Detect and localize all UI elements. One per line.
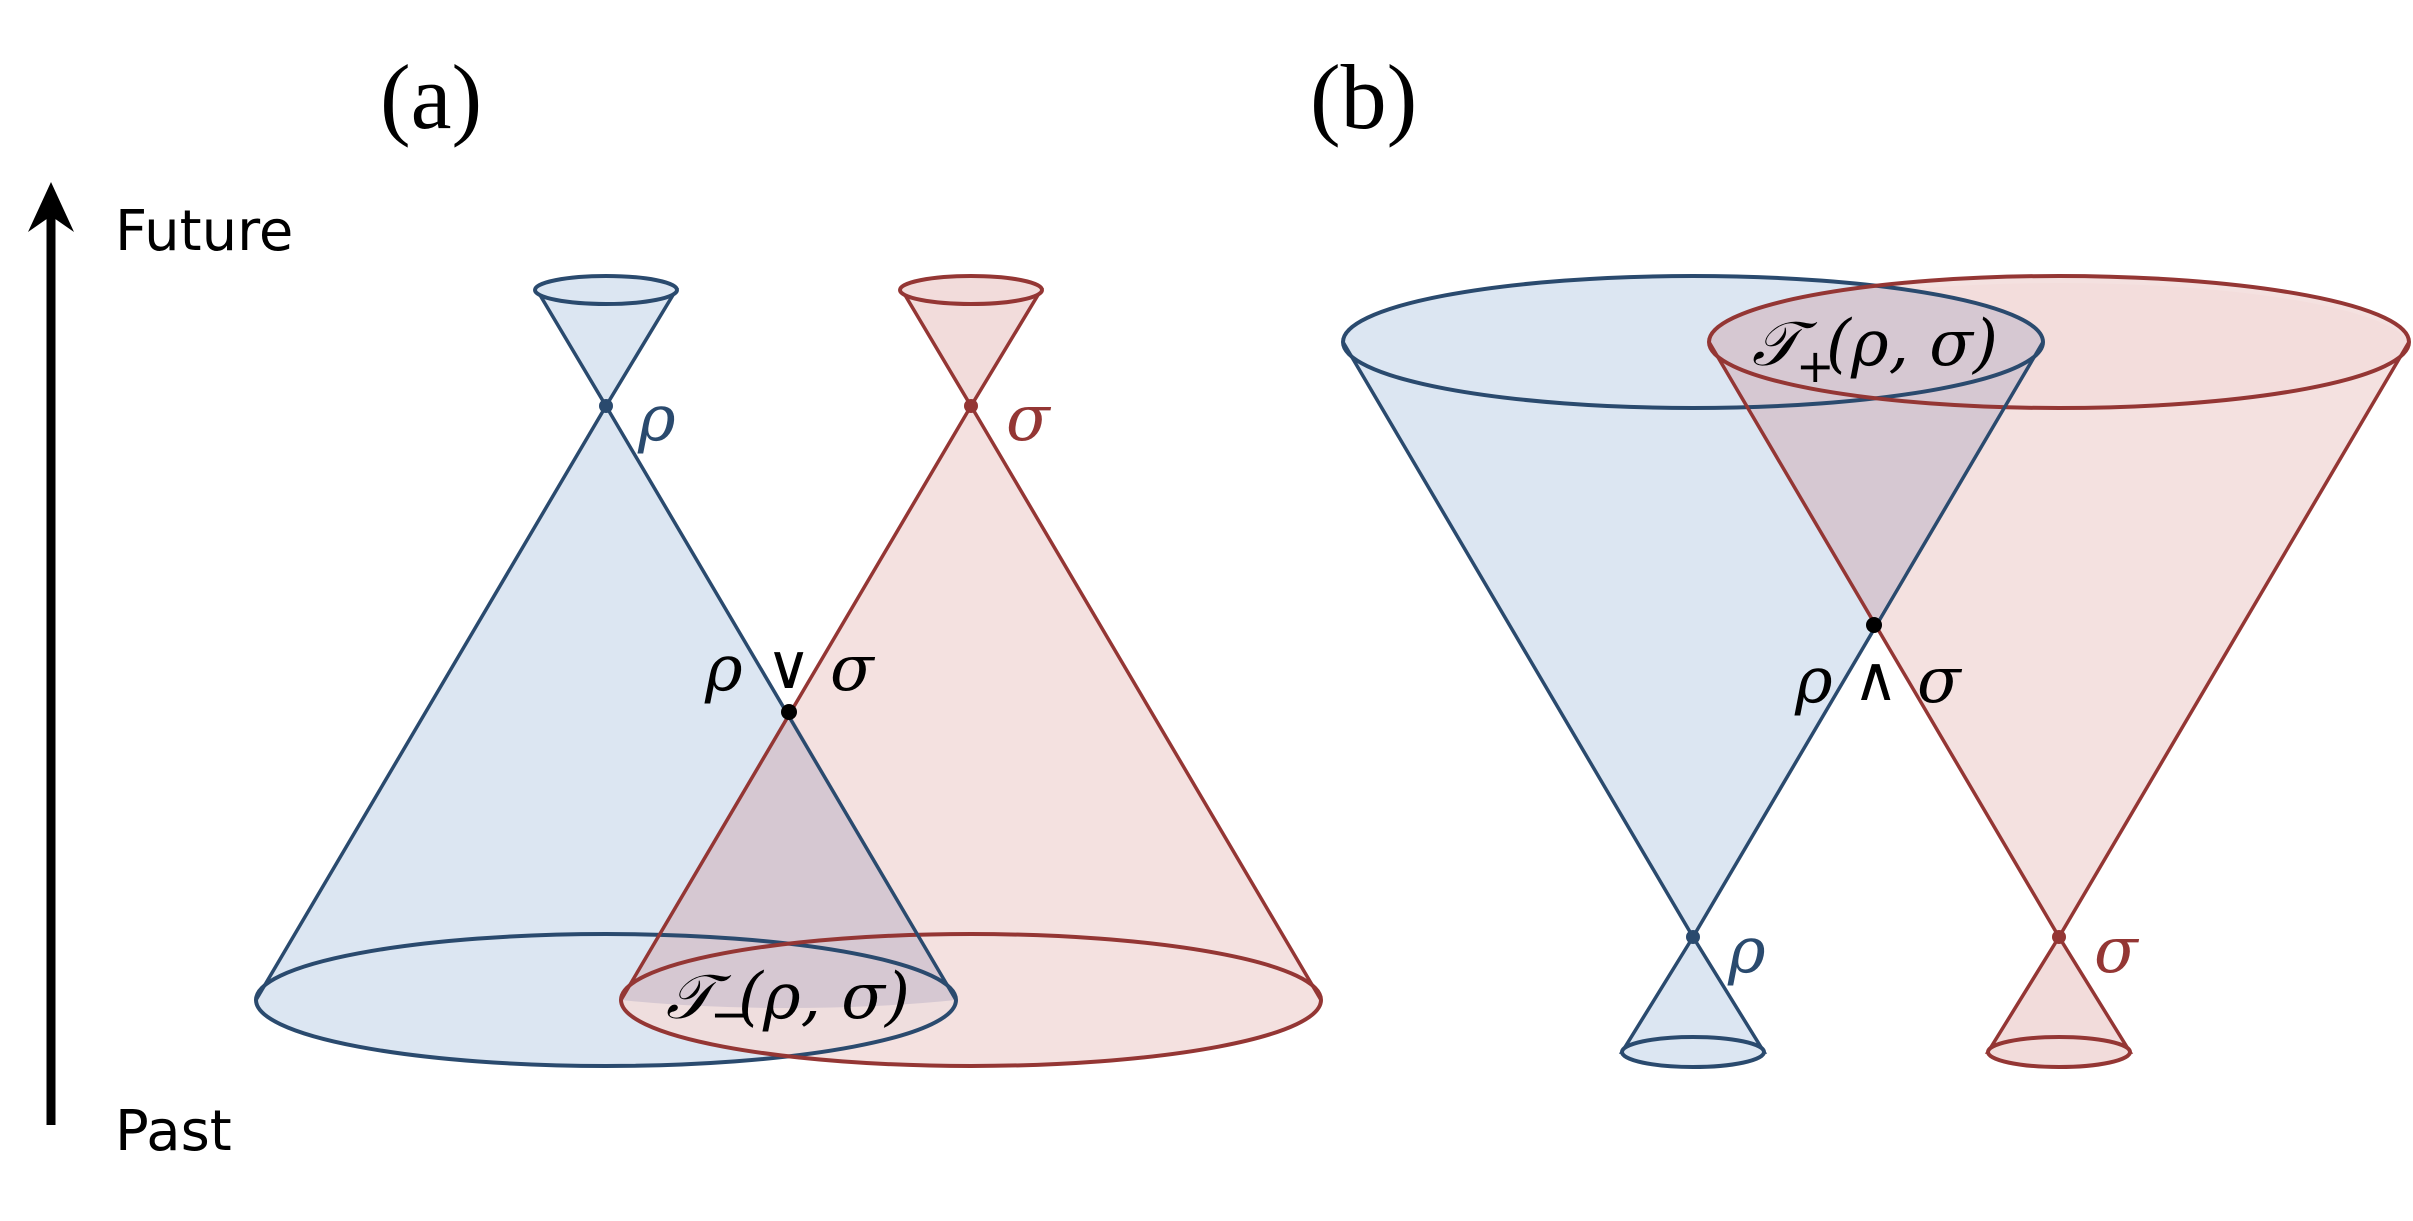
meet-operator: ∧	[1853, 642, 1898, 715]
meet-label-rho: ρ	[1794, 644, 1833, 718]
panel-a-label: (a)	[380, 46, 482, 148]
sigma-past-cone-small	[1984, 933, 2134, 1069]
rho-point-b	[1686, 930, 1700, 944]
sigma-future-cone-small	[898, 274, 1045, 410]
svg-text:+: +	[1796, 339, 1835, 393]
join-label-rho: ρ	[704, 632, 743, 706]
region-label-minus: 𝒯 − (ρ, σ)	[666, 960, 910, 1041]
panel-a: ρ σ ρ ∨ σ 𝒯 − (ρ, σ)	[254, 274, 1323, 1068]
panel-b: ρ σ ρ ∧ σ 𝒯 + (ρ, σ)	[1341, 274, 2411, 1069]
svg-text:(ρ, σ): (ρ, σ)	[738, 960, 910, 1034]
sigma-label-a: σ	[1006, 382, 1052, 456]
rho-label-a: ρ	[637, 382, 676, 456]
future-label: Future	[115, 199, 293, 264]
join-operator: ∨	[766, 630, 811, 703]
region-label-plus: 𝒯 + (ρ, σ)	[1752, 307, 1998, 393]
rho-point	[599, 399, 613, 413]
sigma-label-b: σ	[2094, 914, 2140, 988]
svg-text:(ρ, σ): (ρ, σ)	[1826, 307, 1998, 381]
past-label: Past	[115, 1099, 232, 1164]
svg-text:−: −	[710, 987, 749, 1041]
sigma-point	[964, 399, 978, 413]
panel-b-label: (b)	[1310, 46, 1417, 148]
meet-point	[1866, 617, 1882, 633]
time-arrow-icon	[28, 182, 74, 1125]
rho-past-cone-small	[1618, 933, 1768, 1069]
join-label-sigma: σ	[830, 632, 876, 706]
sigma-point-b	[2052, 930, 2066, 944]
join-point	[781, 704, 797, 720]
overlap-region-minus	[621, 712, 956, 1009]
meet-label-sigma: σ	[1917, 644, 1963, 718]
rho-future-cone-small	[533, 274, 680, 410]
rho-label-b: ρ	[1727, 914, 1766, 988]
